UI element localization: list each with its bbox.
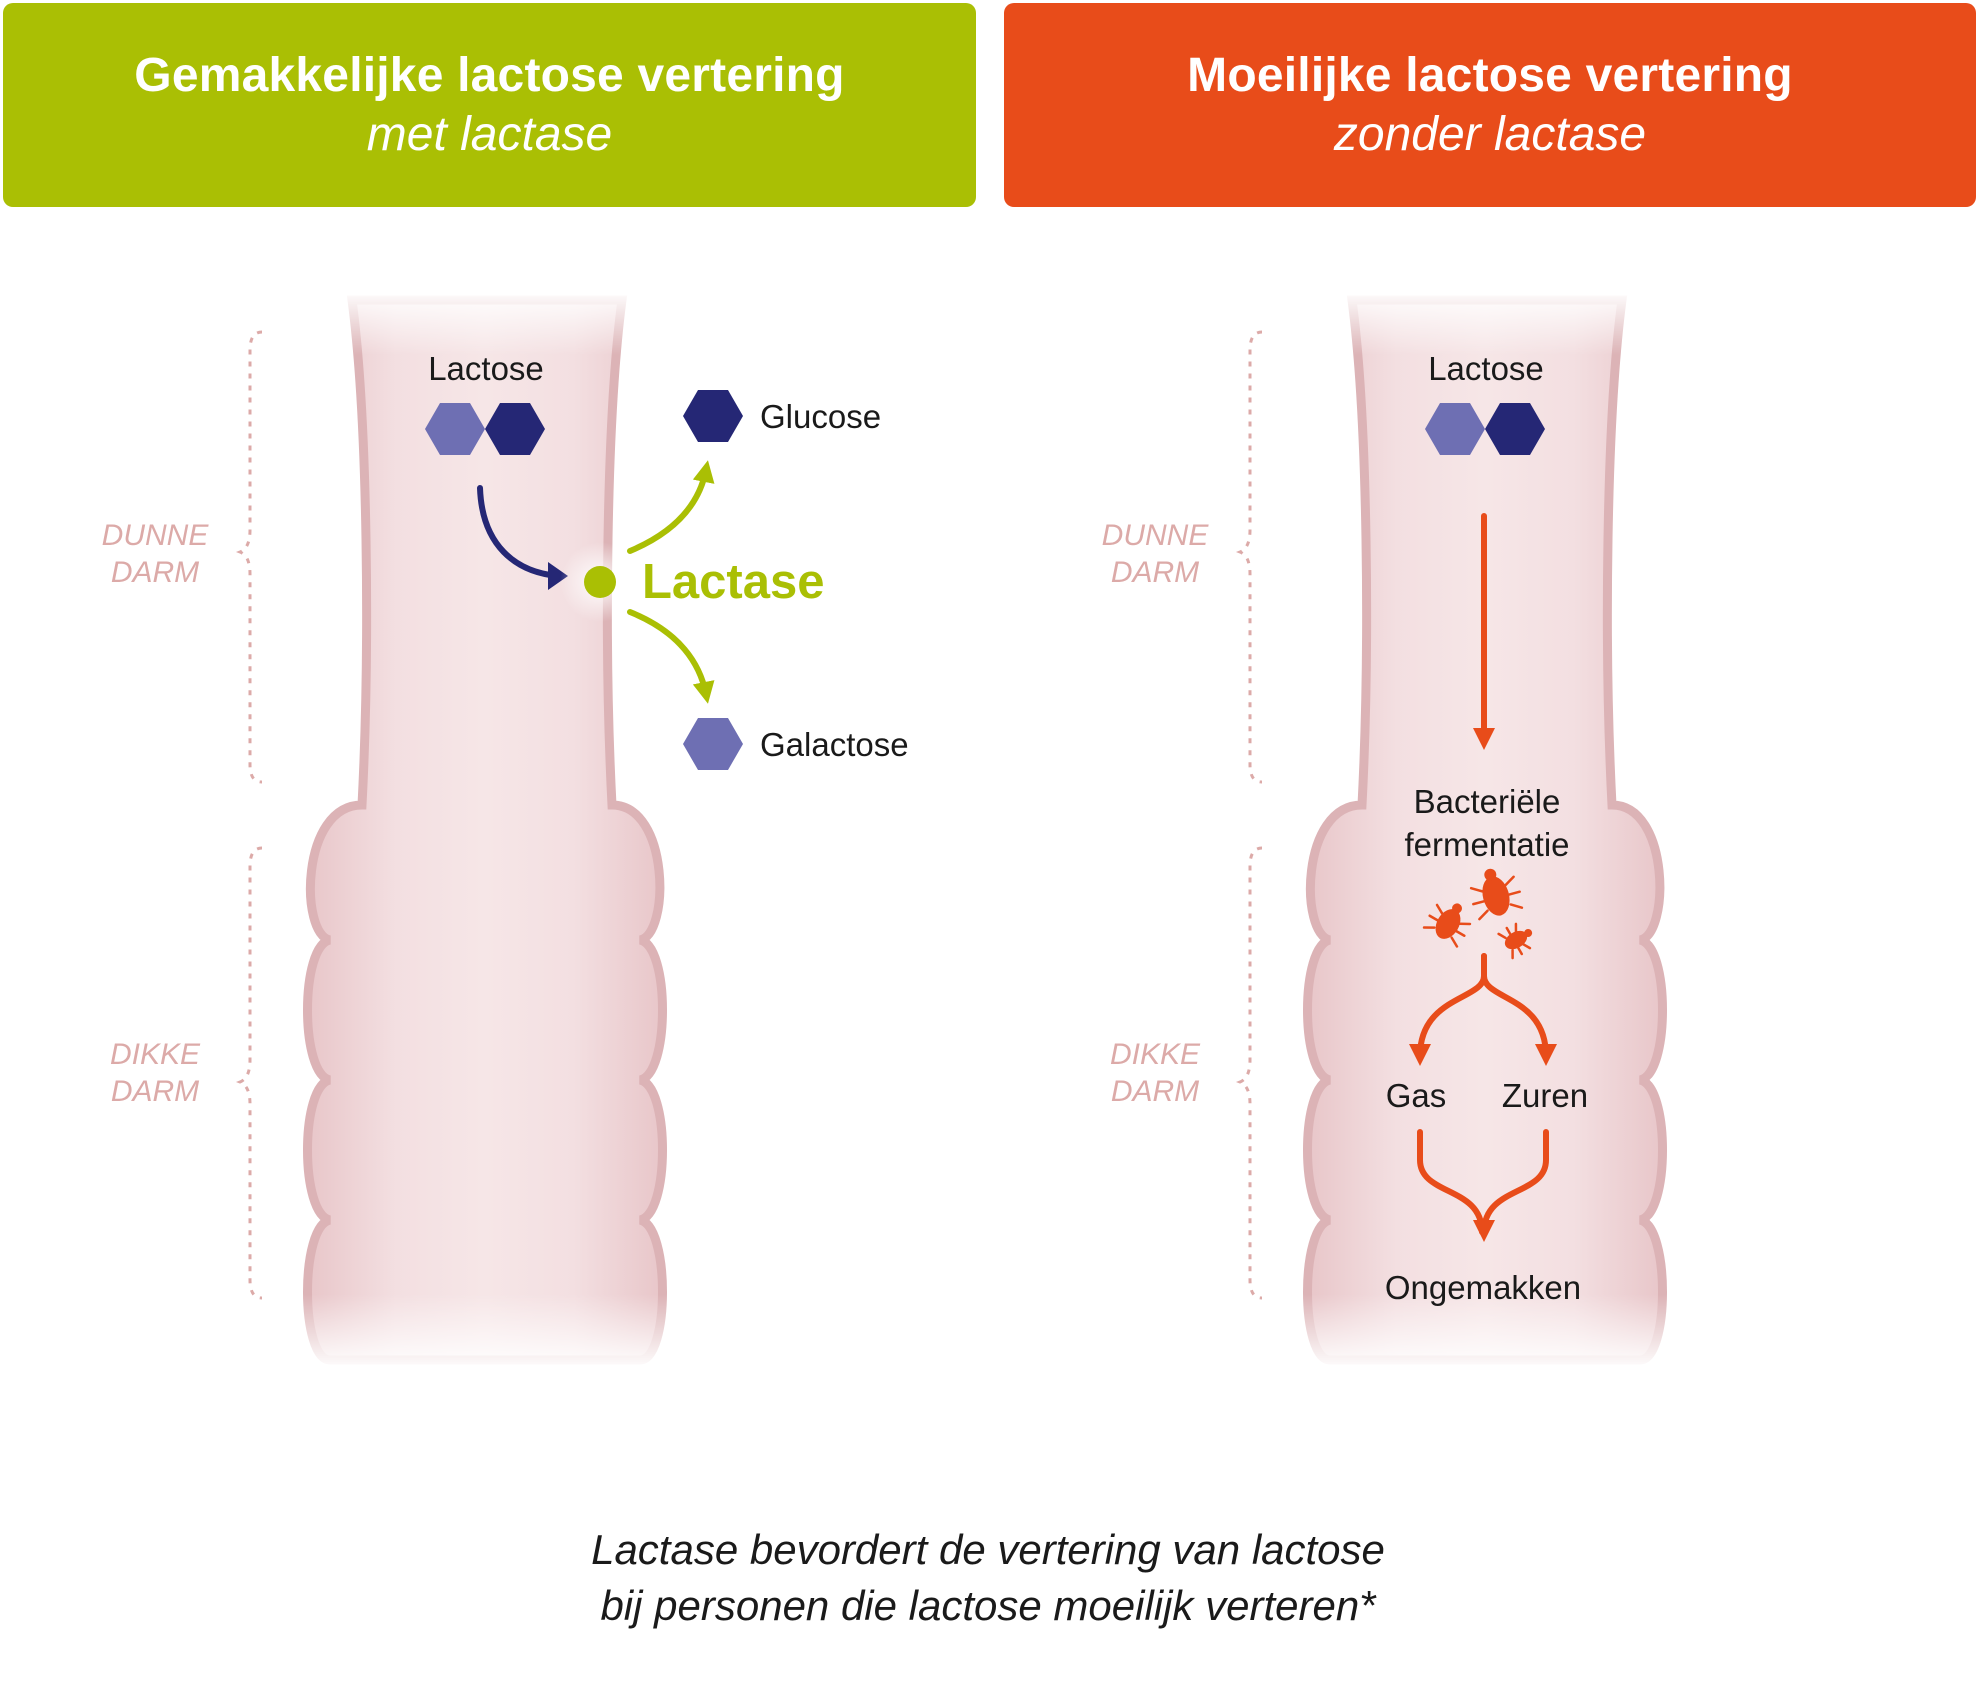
lactase-to-galactose-arrow: [627, 609, 715, 704]
merge-arrow-right: [1473, 1129, 1549, 1242]
galactose-label: Galactose: [760, 726, 909, 763]
glucose-label: Glucose: [760, 398, 881, 435]
right-panel-subtitle: zonder lactase: [1333, 108, 1647, 161]
lactase-to-glucose-arrow: [627, 460, 715, 554]
left-lactose-label: Lactose: [428, 350, 544, 387]
left-panel-title: Gemakkelijke lactose vertering: [134, 49, 845, 102]
left-small-intestine-brace: [235, 330, 263, 784]
left-panel-subtitle: met lactase: [366, 108, 613, 161]
caption-line-1: Lactase bevordert de vertering van lacto…: [591, 1526, 1385, 1573]
right-panel-header: Moeilijke lactose vertering zonder lacta…: [1004, 3, 1976, 207]
right-small-intestine-label-2: DARM: [1111, 556, 1199, 589]
left-small-intestine-label-2: DARM: [111, 556, 199, 589]
galactose-hexagon-icon: [683, 718, 743, 770]
right-panel-title: Moeilijke lactose vertering: [1187, 49, 1793, 102]
left-panel-header: Gemakkelijke lactose vertering met lacta…: [3, 3, 976, 207]
left-intestine: [303, 295, 667, 1365]
lactase-label: Lactase: [642, 555, 825, 609]
left-large-intestine-label-2: DARM: [111, 1075, 199, 1108]
right-large-intestine-label-2: DARM: [1111, 1075, 1199, 1108]
ongemakken-label: Ongemakken: [1385, 1269, 1581, 1306]
right-large-intestine-brace: [1235, 846, 1263, 1300]
glucose-hexagon-icon: [683, 390, 743, 442]
fermentation-label-2: fermentatie: [1404, 826, 1569, 863]
fermentation-split-arrow-right: [1481, 953, 1557, 1066]
merge-arrow-left: [1417, 1129, 1485, 1235]
caption-line-2: bij personen die lactose moeilijk verter…: [600, 1582, 1376, 1629]
right-lactose-dark-hexagon-icon: [1485, 403, 1545, 455]
right-small-intestine-label-1: DUNNE: [1102, 519, 1210, 552]
left-lactose-dark-hexagon-icon: [485, 403, 545, 455]
lactase-dot-icon: [584, 566, 616, 598]
left-lactose-light-hexagon-icon: [425, 403, 485, 455]
left-navy-arrowhead-icon: [548, 562, 568, 590]
left-lactose-to-lactase-arrow: [477, 485, 561, 579]
right-small-intestine-brace: [1235, 330, 1263, 784]
gas-label: Gas: [1386, 1077, 1447, 1114]
left-small-intestine-label-1: DUNNE: [102, 519, 210, 552]
left-large-intestine-label-1: DIKKE: [110, 1038, 201, 1071]
right-intestine: [1303, 295, 1667, 1365]
right-lactose-light-hexagon-icon: [1425, 403, 1485, 455]
right-lactose-label: Lactose: [1428, 350, 1544, 387]
zuren-label: Zuren: [1502, 1077, 1588, 1114]
fermentation-label-1: Bacteriële: [1414, 783, 1561, 820]
caption: Lactase bevordert de vertering van lacto…: [300, 1522, 1676, 1634]
bacteria-icon: [1422, 868, 1533, 960]
right-large-intestine-label-1: DIKKE: [1110, 1038, 1201, 1071]
left-large-intestine-brace: [235, 846, 263, 1300]
